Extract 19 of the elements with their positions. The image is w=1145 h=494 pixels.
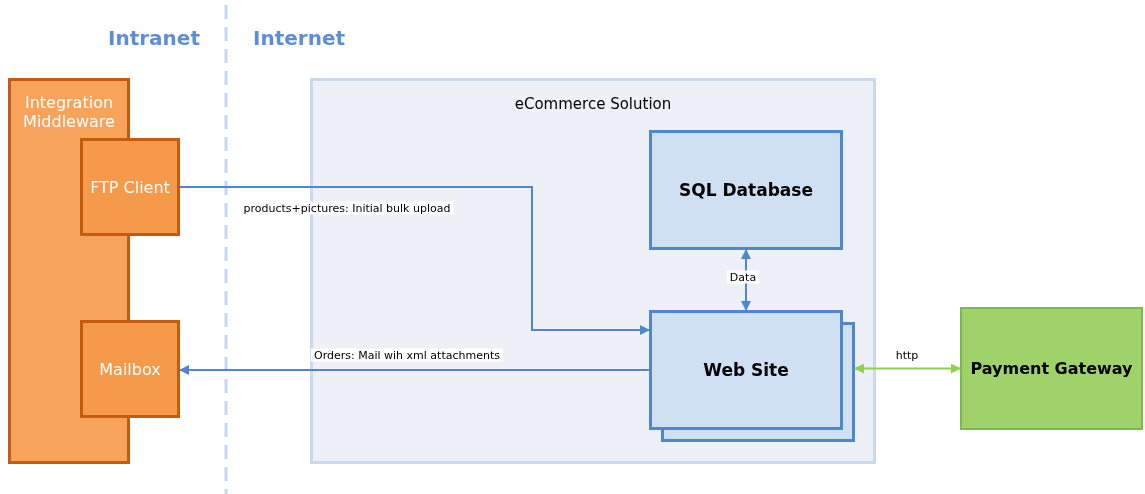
node-label: Payment Gateway: [970, 359, 1133, 378]
arrow: [179, 186, 650, 335]
node-label: Integration Middleware: [22, 93, 116, 131]
node-label: SQL Database: [679, 180, 813, 200]
node-label: eCommerce Solution: [514, 95, 672, 113]
web-site-box: [649, 310, 843, 430]
zone-label: Internet: [253, 26, 346, 50]
arrow: [854, 363, 961, 374]
edge-label: Data: [726, 270, 760, 284]
ftp-client-box: [80, 138, 180, 236]
edge-label: Orders: Mail wih xml attachments: [311, 348, 503, 362]
database-box: [649, 130, 843, 250]
node-label: Web Site: [703, 360, 789, 380]
arrow: [179, 365, 650, 375]
node-label: FTP Client: [90, 177, 170, 197]
node-label: Mailbox: [99, 359, 161, 379]
zone-label: Intranet: [108, 26, 200, 50]
mailbox-box: [80, 320, 180, 418]
payment-gateway-box: [960, 307, 1143, 430]
